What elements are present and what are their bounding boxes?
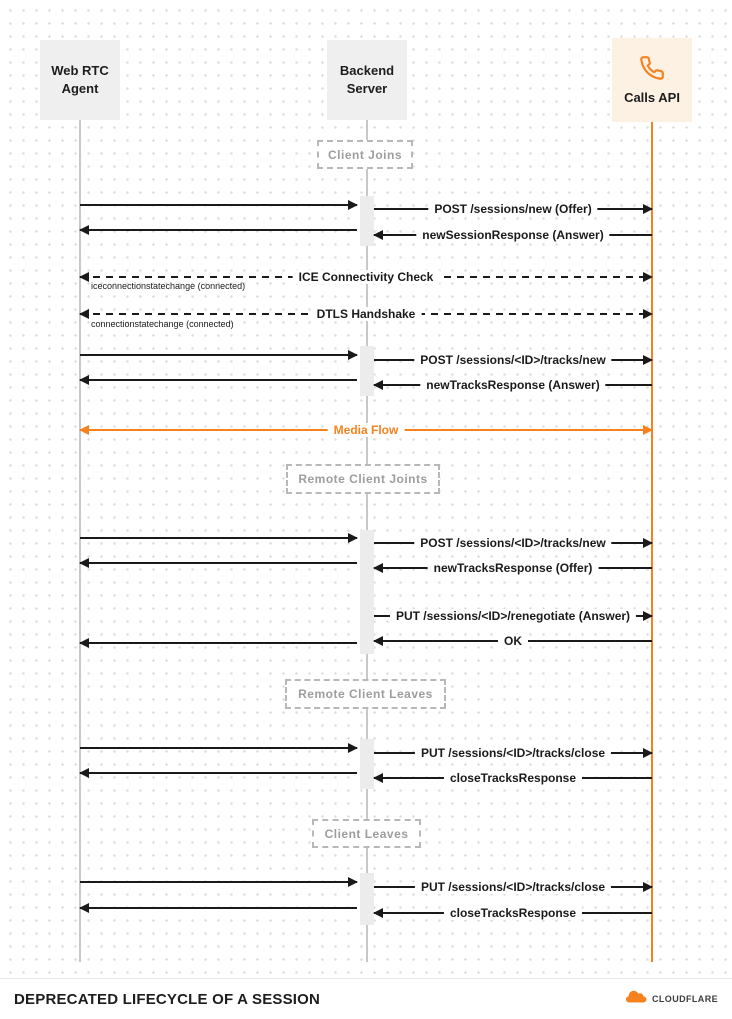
cloudflare-wordmark: CLOUDFLARE (652, 994, 718, 1004)
response-arrow (79, 768, 357, 778)
cloudflare-logo: CLOUDFLARE (625, 990, 718, 1008)
activation-bar (360, 873, 374, 925)
message-label: closeTracksResponse (443, 771, 583, 785)
group-client-joins: Client Joins (317, 140, 413, 169)
participant-backend-server: Backend Server (327, 40, 407, 120)
participant-label: Backend (339, 63, 395, 79)
response-arrow (79, 638, 357, 648)
message-label: ICE Connectivity Check (292, 270, 440, 284)
message-post-tracks-new-2: POST /sessions/<ID>/tracks/new (374, 536, 653, 550)
participant-label: Web RTC (51, 63, 109, 79)
activation-bar (360, 739, 374, 789)
response-arrow (79, 225, 357, 235)
message-label: POST /sessions/<ID>/tracks/new (414, 353, 612, 367)
lifeline-webrtc-agent (79, 120, 81, 962)
note-iceconnectionstatechange: iceconnectionstatechange (connected) (91, 281, 246, 291)
request-arrow (80, 350, 358, 360)
message-label: newTracksResponse (Offer) (427, 561, 599, 575)
request-arrow (80, 533, 358, 543)
message-label: DTLS Handshake (310, 307, 422, 321)
note-connectionstatechange: connectionstatechange (connected) (91, 319, 234, 329)
page-title: DEPRECATED LIFECYCLE OF A SESSION (14, 990, 321, 1008)
participant-label: Calls API (624, 89, 680, 105)
message-ice-connectivity-check: ICE Connectivity Check (79, 270, 653, 284)
message-close-tracks-response-2: closeTracksResponse (373, 906, 652, 920)
request-arrow (80, 743, 358, 753)
activation-bar (360, 196, 374, 246)
message-ok: OK (373, 634, 652, 648)
participant-calls-api: Calls API (612, 38, 692, 122)
participant-label: Server (346, 81, 388, 96)
message-label: PUT /sessions/<ID>/tracks/close (414, 746, 612, 760)
message-label: PUT /sessions/<ID>/renegotiate (Answer) (389, 609, 637, 623)
message-post-sessions-new: POST /sessions/new (Offer) (374, 202, 653, 216)
message-put-tracks-close-1: PUT /sessions/<ID>/tracks/close (374, 746, 653, 760)
message-label: PUT /sessions/<ID>/tracks/close (414, 880, 612, 894)
activation-bar (360, 530, 374, 654)
message-label: newSessionResponse (Answer) (416, 228, 610, 242)
participant-label: Agent (61, 81, 99, 96)
group-client-leaves: Client Leaves (312, 819, 421, 848)
message-label: newTracksResponse (Answer) (420, 378, 606, 392)
message-new-session-response: newSessionResponse (Answer) (373, 228, 652, 242)
message-media-flow: Media Flow (79, 423, 653, 437)
message-label: OK (498, 634, 528, 648)
group-remote-client-joins: Remote Client Joints (286, 464, 440, 494)
message-dtls-handshake: DTLS Handshake (79, 307, 653, 321)
participant-webrtc-agent: Web RTC Agent (40, 40, 120, 120)
message-put-tracks-close-2: PUT /sessions/<ID>/tracks/close (374, 880, 653, 894)
message-close-tracks-response-1: closeTracksResponse (373, 771, 652, 785)
message-put-renegotiate: PUT /sessions/<ID>/renegotiate (Answer) (374, 609, 653, 623)
message-post-tracks-new-1: POST /sessions/<ID>/tracks/new (374, 353, 653, 367)
message-label: POST /sessions/new (Offer) (428, 202, 598, 216)
cloudflare-cloud-icon (625, 990, 648, 1008)
response-arrow (79, 903, 357, 913)
footer: DEPRECATED LIFECYCLE OF A SESSION CLOUDF… (0, 978, 732, 1019)
message-new-tracks-response-answer: newTracksResponse (Answer) (373, 378, 652, 392)
phone-icon (639, 54, 665, 82)
activation-bar (360, 346, 374, 396)
message-label: Media Flow (327, 423, 405, 437)
request-arrow (80, 200, 358, 210)
message-label: closeTracksResponse (443, 906, 583, 920)
request-arrow (80, 877, 358, 887)
response-arrow (79, 375, 357, 385)
message-label: POST /sessions/<ID>/tracks/new (414, 536, 612, 550)
message-new-tracks-response-offer: newTracksResponse (Offer) (373, 561, 652, 575)
group-remote-client-leaves: Remote Client Leaves (285, 679, 446, 709)
response-arrow (79, 558, 357, 568)
